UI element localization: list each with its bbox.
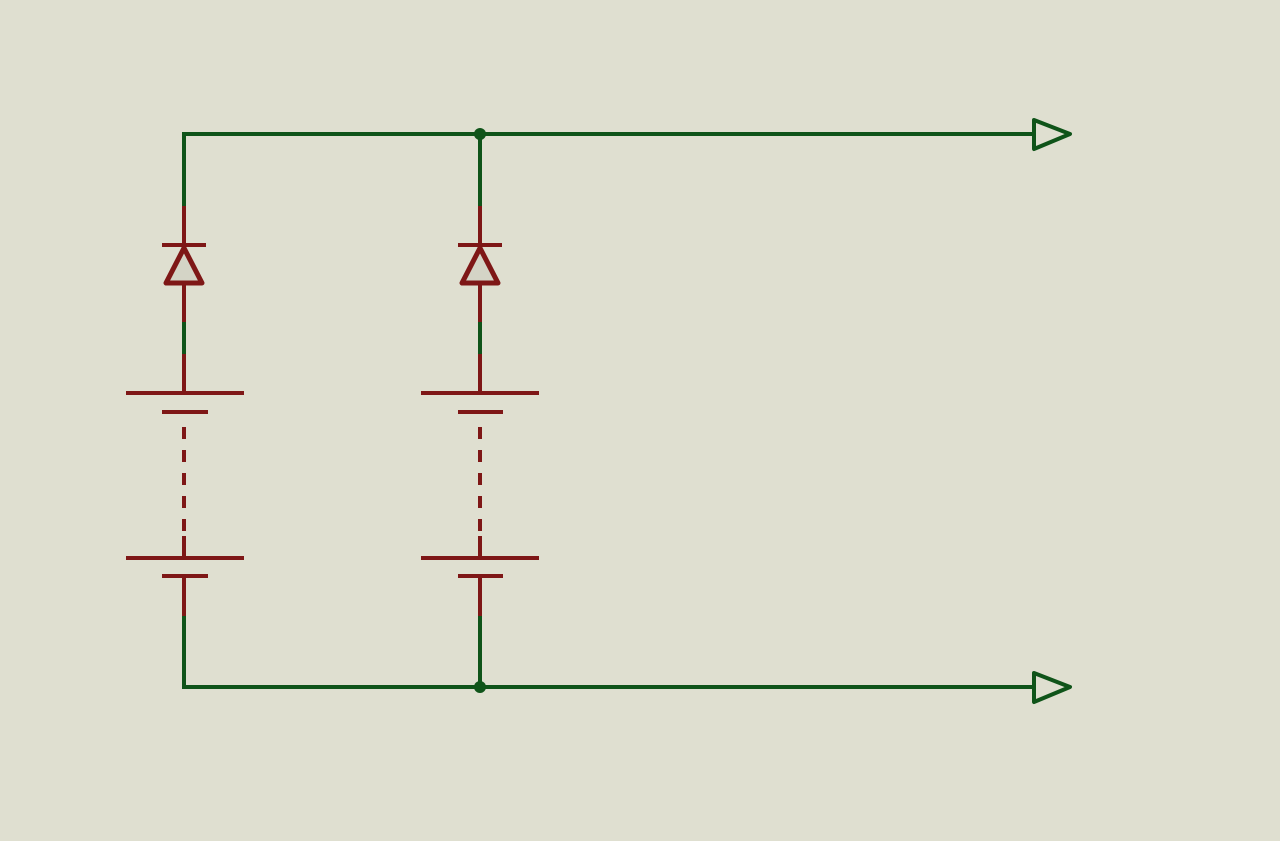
diode-icon[interactable] (162, 206, 206, 322)
battery-cell-icon[interactable] (126, 536, 244, 616)
battery-cell-icon[interactable] (421, 536, 539, 616)
diode-icon[interactable] (458, 206, 502, 322)
junction-top (474, 128, 486, 140)
branch-left (126, 132, 244, 689)
output-terminal-bottom[interactable] (1032, 671, 1072, 704)
branch-right (421, 132, 539, 689)
junction-bottom (474, 681, 486, 693)
battery-cell-icon[interactable] (421, 354, 539, 414)
battery-cell-icon[interactable] (126, 354, 244, 414)
output-terminal-top[interactable] (1032, 118, 1072, 151)
